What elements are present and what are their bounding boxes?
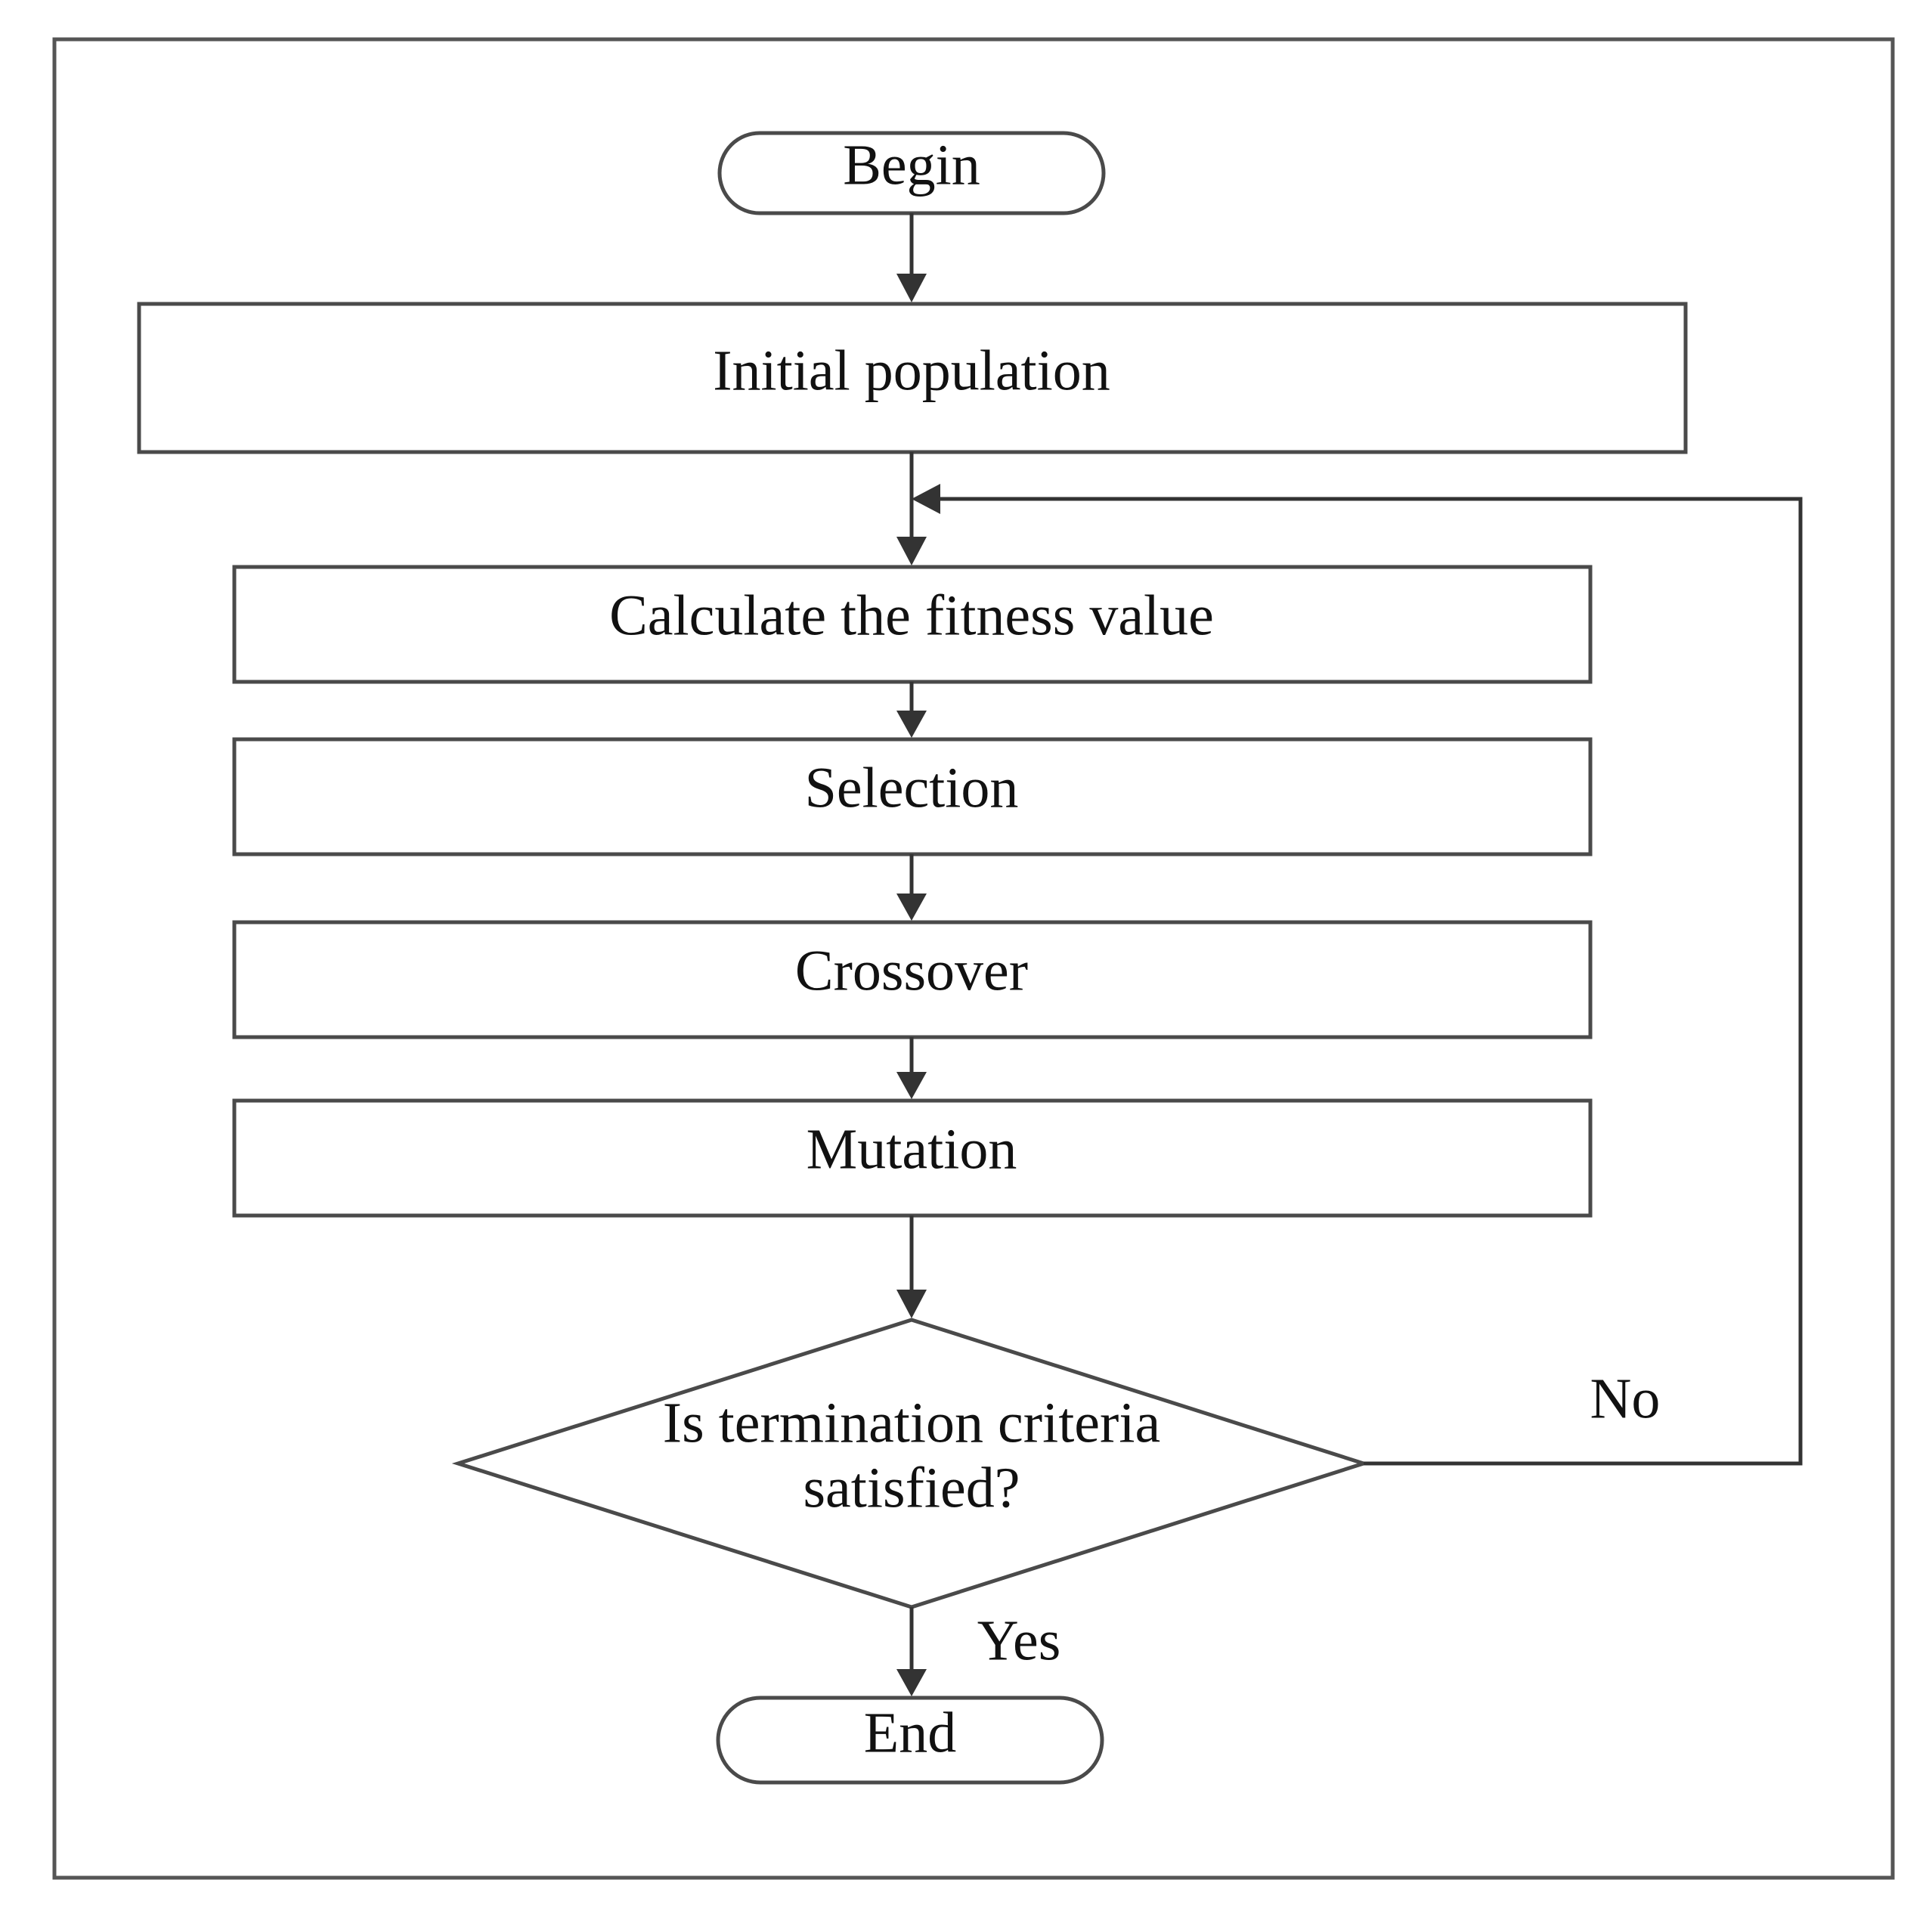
calculate-fitness-label: Calculate the fitness value (609, 584, 1214, 647)
end-node: End (716, 1696, 1104, 1785)
crossover-label: Crossover (795, 939, 1028, 1002)
end-label: End (864, 1701, 956, 1764)
outer-frame (52, 37, 1895, 1880)
selection-node: Selection (232, 737, 1593, 856)
arrowhead-yes-end (896, 1669, 927, 1696)
arrowhead-mutation-decision (896, 1290, 927, 1318)
calculate-fitness-node: Calculate the fitness value (232, 565, 1593, 684)
connector-no-loop (939, 497, 1803, 1466)
arrowhead-begin-initial (896, 274, 927, 302)
arrowhead-no-loop (912, 484, 940, 514)
termination-decision-node: Is termination criteria satisfied? (451, 1318, 1370, 1609)
yes-label: Yes (977, 1609, 1061, 1672)
crossover-node: Crossover (232, 920, 1593, 1039)
arrowhead-crossover-mutation (896, 1072, 927, 1099)
decision-label-line2: satisfied? (803, 1456, 1020, 1519)
mutation-node: Mutation (232, 1098, 1593, 1218)
begin-label: Begin (843, 133, 980, 197)
decision-label-line1: Is termination criteria (663, 1391, 1160, 1454)
arrowhead-selection-crossover (896, 894, 927, 921)
arrowhead-initial-fitness (896, 537, 927, 565)
initial-population-label: Initial population (713, 339, 1110, 402)
arrowhead-fitness-selection (896, 711, 927, 738)
initial-population-node: Initial population (137, 302, 1688, 454)
selection-label: Selection (805, 756, 1019, 819)
no-label: No (1590, 1367, 1661, 1430)
mutation-label: Mutation (807, 1117, 1017, 1181)
begin-node: Begin (717, 131, 1106, 215)
